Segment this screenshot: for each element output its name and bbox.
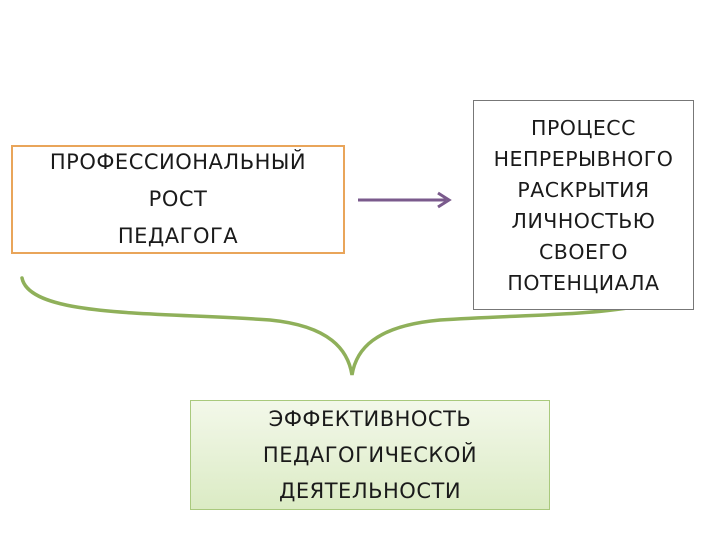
professional-growth-line-2: РОСТ <box>148 187 208 211</box>
teaching-effectiveness-line-2: ПЕДАГОГИЧЕСКОЙ <box>262 443 478 467</box>
potential-disclosure-line-6: ПОТЕНЦИАЛА <box>507 271 660 295</box>
potential-disclosure-line-4: ЛИЧНОСТЬЮ <box>511 209 656 233</box>
professional-growth-box: ПРОФЕССИОНАЛЬНЫЙ РОСТ ПЕДАГОГА <box>11 145 345 254</box>
potential-disclosure-line-2: НЕПРЕРЫВНОГО <box>493 147 674 171</box>
potential-disclosure-line-1: ПРОЦЕСС <box>531 116 636 140</box>
potential-disclosure-line-3: РАСКРЫТИЯ <box>517 178 650 202</box>
professional-growth-line-1: ПРОФЕССИОНАЛЬНЫЙ <box>49 150 307 174</box>
teaching-effectiveness-box: ЭФФЕКТИВНОСТЬ ПЕДАГОГИЧЕСКОЙ ДЕЯТЕЛЬНОСТ… <box>190 400 550 510</box>
curly-brace-connector <box>20 276 690 376</box>
potential-disclosure-box: ПРОЦЕСС НЕПРЕРЫВНОГО РАСКРЫТИЯ ЛИЧНОСТЬЮ… <box>473 100 694 310</box>
teaching-effectiveness-line-3: ДЕЯТЕЛЬНОСТИ <box>278 479 462 503</box>
professional-growth-line-3: ПЕДАГОГА <box>117 224 239 248</box>
arrow-right-connector <box>358 191 452 209</box>
teaching-effectiveness-line-1: ЭФФЕКТИВНОСТЬ <box>268 407 472 431</box>
potential-disclosure-line-5: СВОЕГО <box>538 240 629 264</box>
